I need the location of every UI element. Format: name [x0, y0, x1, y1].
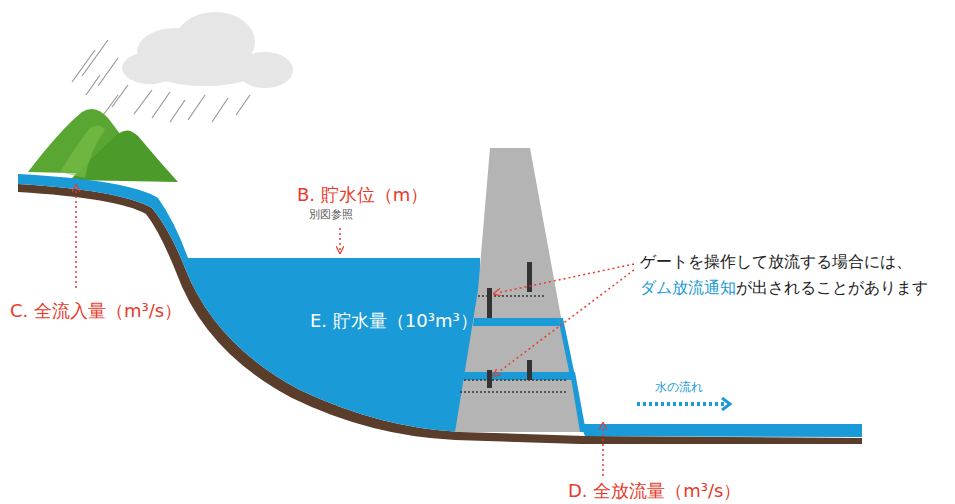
- gate-note-highlight: ダム放流通知: [640, 278, 736, 297]
- note-text: 別図参照: [309, 208, 353, 221]
- flow-arrow: [637, 402, 728, 406]
- spill-flow: [461, 318, 586, 432]
- leader-line: [76, 188, 634, 476]
- callout-label: B. 貯水位（m）: [297, 184, 428, 206]
- cloud: [122, 12, 293, 88]
- downstream-river: [580, 424, 862, 437]
- gate-note: が出されることがあります: [736, 278, 928, 297]
- dam-body: [455, 148, 582, 432]
- water-label: E. 貯水量（10³m³）: [310, 310, 478, 332]
- gate-note: ゲートを操作して放流する場合には、: [640, 252, 912, 271]
- flow-label: 水の流れ: [655, 380, 703, 394]
- gate: [487, 262, 532, 388]
- rain: [72, 40, 250, 122]
- callout-label: D. 全放流量（m³/s）: [568, 480, 742, 502]
- mountain: [28, 109, 178, 182]
- callout-label: C. 全流入量（m³/s）: [10, 300, 182, 322]
